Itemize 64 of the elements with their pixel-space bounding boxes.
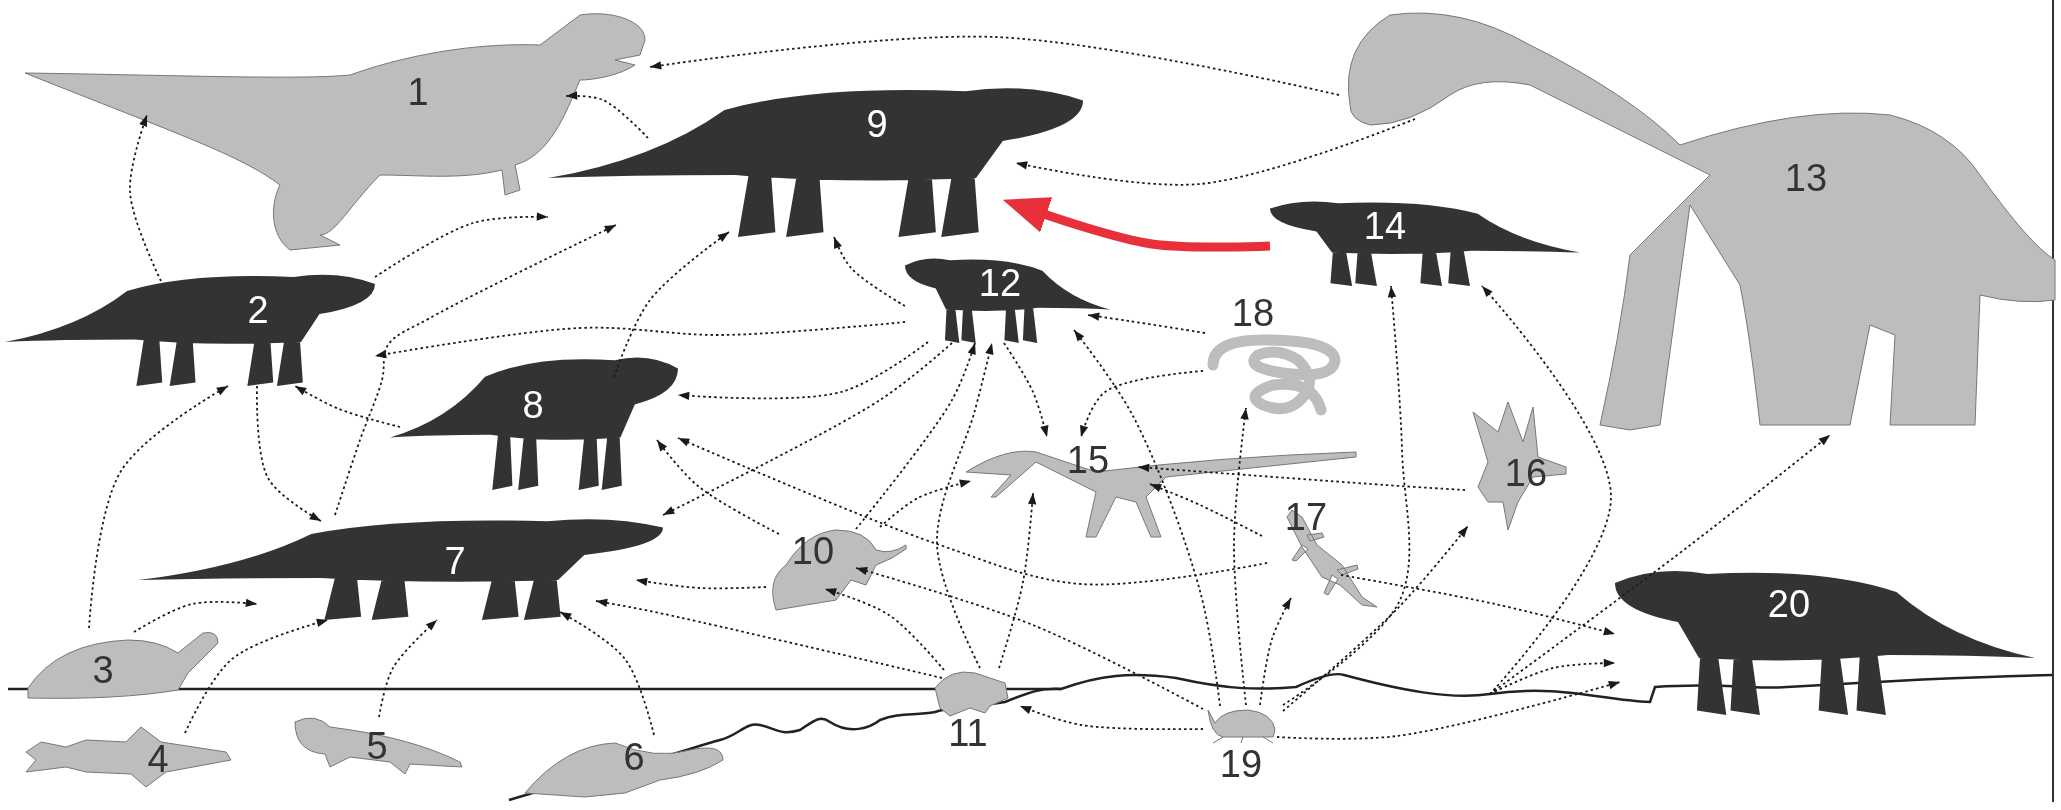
callout-number: 15 <box>1066 441 1110 479</box>
callout-number: 7 <box>444 542 466 580</box>
arrow <box>565 91 649 139</box>
arrow <box>378 619 438 718</box>
arrow <box>374 212 549 278</box>
arrow <box>833 236 906 307</box>
arrow <box>1259 597 1292 706</box>
arrow <box>256 385 322 522</box>
arrow <box>677 437 1268 586</box>
callout-number: 4 <box>147 740 169 778</box>
arrow <box>1015 118 1416 186</box>
arrow <box>635 577 767 590</box>
arrow <box>855 342 976 530</box>
arrow <box>133 598 258 633</box>
callout-number: 6 <box>623 738 645 776</box>
arrow <box>649 35 1340 96</box>
arrow <box>1481 285 1612 695</box>
callout-number: 12 <box>978 264 1022 302</box>
arrow <box>656 439 780 535</box>
arrow <box>1002 197 1271 252</box>
arrow <box>184 618 329 734</box>
arrow <box>1489 434 1831 695</box>
arrow <box>1080 370 1204 438</box>
arrow <box>559 611 655 736</box>
callout-number: 1 <box>407 73 429 111</box>
arrow <box>677 341 929 401</box>
callout-number: 14 <box>1363 207 1407 245</box>
arrow <box>1087 312 1206 334</box>
arrow <box>334 224 617 516</box>
callout-number: 16 <box>1504 454 1548 492</box>
arrow <box>294 385 401 428</box>
arrow <box>1019 705 1204 731</box>
arrow <box>662 342 953 516</box>
callout-number: 20 <box>1767 585 1811 623</box>
callout-number: 11 <box>948 714 988 752</box>
arrow <box>1073 329 1221 707</box>
callout-number: 17 <box>1284 498 1328 536</box>
arrow <box>1340 574 1616 636</box>
arrow <box>855 567 1204 710</box>
arrow <box>824 588 945 671</box>
callout-number: 2 <box>247 291 269 329</box>
arrow <box>1282 285 1411 706</box>
arrow <box>1003 342 1049 438</box>
arrow <box>998 492 1037 669</box>
arrow <box>129 114 162 282</box>
arrow <box>879 479 972 528</box>
arrow <box>936 342 994 669</box>
callout-number: 10 <box>791 532 835 570</box>
callout-number: 18 <box>1231 294 1275 332</box>
arrow <box>1276 681 1621 740</box>
callout-number: 3 <box>92 651 114 689</box>
arrow <box>1282 525 1469 712</box>
callout-number: 5 <box>366 727 388 765</box>
arrow <box>1149 483 1263 537</box>
callout-number: 9 <box>866 105 888 143</box>
arrow <box>1233 407 1249 706</box>
callout-number: 13 <box>1784 159 1828 197</box>
arrow <box>88 385 229 629</box>
arrow <box>374 321 906 359</box>
arrow <box>613 231 730 378</box>
callout-number: 19 <box>1219 745 1263 783</box>
callout-number: 8 <box>522 386 544 424</box>
arrow <box>1137 463 1466 491</box>
arrow <box>595 598 943 679</box>
